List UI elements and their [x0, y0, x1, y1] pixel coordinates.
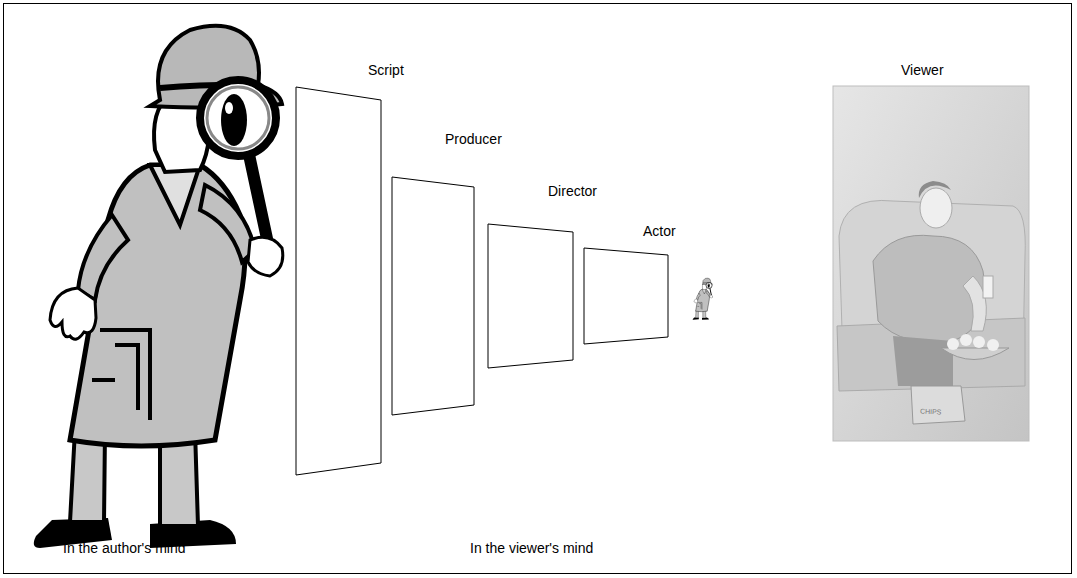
- bag-text: CHIPS: [920, 406, 942, 416]
- node-heading: Viewer: [901, 62, 944, 78]
- panel-outline: [584, 248, 669, 345]
- panel-outline: [296, 87, 382, 476]
- node-heading: Director: [548, 183, 597, 199]
- node-heading: Actor: [643, 223, 676, 239]
- viewer-picture: Viewer: [833, 86, 1029, 441]
- panel-shape: [584, 248, 668, 344]
- node-heading: Script: [368, 62, 404, 78]
- panel-outline: [488, 224, 574, 369]
- stage-panel: Actor: [584, 248, 669, 345]
- panel-shape: [296, 87, 381, 475]
- stage-panel: Director: [488, 224, 574, 369]
- node-heading: Producer: [445, 131, 502, 147]
- panel-shape: [488, 224, 573, 368]
- caption-note: In the author's mind: [63, 540, 186, 556]
- panel-outline: [392, 177, 475, 416]
- caption-note: In the viewer's mind: [470, 540, 593, 556]
- stage-panel: Producer: [392, 177, 475, 416]
- panel-shape: [392, 177, 474, 415]
- stage-panel: Script: [296, 87, 382, 476]
